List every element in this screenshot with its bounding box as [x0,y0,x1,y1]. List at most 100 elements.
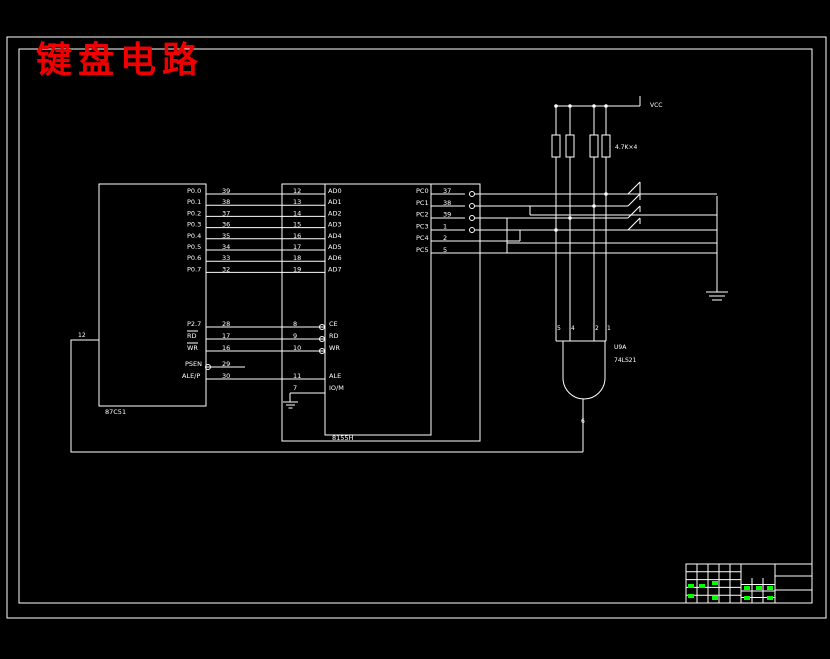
tb-cell-mark [744,586,750,590]
ppi-ctrl-number: 9 [293,332,297,340]
data-bus [206,193,325,380]
mcu-pin-number: 35 [222,232,230,240]
mcu-ctrl-number: 28 [222,320,230,328]
mcu-ctrl-label: P2.7 [187,320,201,328]
ppi-pin-label: AD6 [328,254,342,262]
mcu-ctrl-label: ALE/P [182,372,200,380]
switch-blade [627,205,641,219]
gate-out-pin: 6 [581,418,585,425]
tb-cell-mark [767,586,773,590]
ppi-ctrl-label: WR [329,344,340,352]
interrupt-line: 12 [70,332,583,453]
tb-cell-mark [712,596,718,600]
ppi-ctrl-number: 11 [293,372,301,380]
ppi-pin-label: AD1 [328,198,342,206]
mcu-ctrl-label: RD [187,332,197,340]
title-block [685,563,813,604]
key-ground-symbol [706,196,728,301]
diagram-title: 键盘电路 [36,39,204,81]
iom-ground-symbol [283,392,325,409]
ppi-ctrl-label: CE [329,320,338,328]
key-switch-matrix [431,181,717,254]
mcu-pin-number: 36 [222,221,230,229]
mcu-pin-label: P0.6 [187,254,201,262]
ppi-pc-number: 5 [443,246,447,254]
tb-cell-mark [767,596,773,600]
ppi-ctrl-number: 10 [293,344,301,352]
tb-cell-mark [756,586,762,590]
ppi-pin-number: 13 [293,198,301,206]
ppi-pin-number: 14 [293,209,301,217]
ppi-pin-number: 15 [293,221,301,229]
ppi-pc-label: PC3 [416,222,429,230]
resistor [565,134,575,158]
inversion-bubble [469,215,475,221]
ppi-pin-label: AD3 [328,221,342,229]
ppi-pc-label: PC4 [416,234,429,242]
mcu-ctrl-label: WR [187,344,198,352]
ppi-pin-number: 16 [293,232,301,240]
mcu-ctrl-number: 16 [222,344,230,352]
ppi-pc-label: PC0 [416,187,429,195]
ppi-pin-number: 18 [293,254,301,262]
ppi-ctrl-label: ALE [329,372,341,380]
ppi-label: 8155H [332,434,354,442]
ppi-pin-label: AD5 [328,243,342,251]
inversion-bubble [469,227,475,233]
resistor [551,134,561,158]
ppi-pc-label: PC2 [416,211,429,219]
mcu-ctrl-number: 30 [222,372,230,380]
gate-in-pin: 1 [607,325,611,332]
switch-blade [627,193,641,207]
mcu-pin-label: P0.0 [187,187,201,195]
mcu-pin-number: 33 [222,254,230,262]
vcc-label: VCC [650,102,662,109]
inversion-bubble [469,203,475,209]
ppi-pin-label: AD7 [328,265,342,273]
ppi-ctrl-number: 7 [293,384,297,392]
ppi-pc-number: 1 [443,222,447,230]
gate-ref: U9A [614,344,627,351]
mcu-pin-label: P0.2 [187,209,201,217]
resistor-label: 4.7K×4 [615,144,638,151]
resistor [601,134,611,158]
ppi-pc-label: PC5 [416,246,429,254]
mcu-pin-number: 38 [222,198,230,206]
mcu-pin-number: 34 [222,243,230,251]
gate-in-pin: 4 [571,325,575,332]
gate-in-pin: 5 [557,325,561,332]
mcu-ctrl-number: 29 [222,360,230,368]
ppi-pc-number: 37 [443,187,451,195]
resistor [589,134,599,158]
inversion-bubble [469,191,475,197]
ppi-pin-number: 19 [293,265,301,273]
mcu-pin-label: P0.5 [187,243,201,251]
ppi-pin-label: AD4 [328,232,342,240]
ppi-pin-label: AD2 [328,209,342,217]
ppi-pin-number: 17 [293,243,301,251]
tb-cell-mark [712,581,718,585]
ppi-pin-label: AD0 [328,187,342,195]
mcu-ctrl-label: PSEN [185,360,202,368]
inner-frame [18,48,813,604]
switch-blade [627,181,641,195]
ppi-pc-number: 38 [443,199,451,207]
ppi-ctrl-number: 8 [293,320,297,328]
ppi-ctrl-label: RD [329,332,339,340]
pullup-network: VCC 4.7K×4 [551,96,662,341]
mcu-pin-number: 39 [222,187,230,195]
mcu-int-pin: 12 [78,332,86,339]
tb-cell-mark [744,596,750,600]
outer-frame [6,36,827,619]
mcu-pin-number: 32 [222,265,230,273]
ppi-pin-number: 12 [293,187,301,195]
switch-blade [627,217,641,231]
ppi-ctrl-label: IO/M [329,384,344,392]
mcu-label: 87C51 [105,408,126,416]
gate-part: 74LS21 [614,357,637,364]
ppi-pc-number: 39 [443,211,451,219]
